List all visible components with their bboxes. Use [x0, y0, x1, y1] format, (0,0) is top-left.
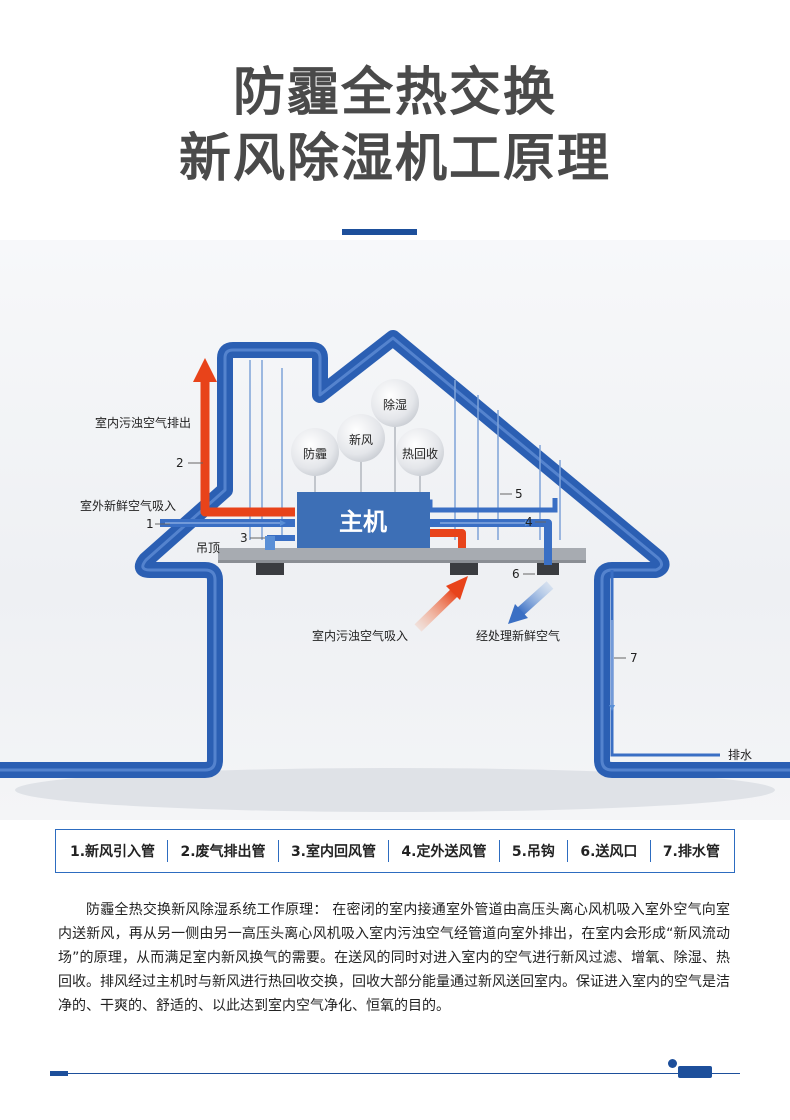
- bubble-heat-recovery: [396, 428, 444, 476]
- vent-left: [256, 563, 284, 575]
- legend-item-7: 7.排水管: [662, 844, 720, 860]
- ground-shadow: [15, 768, 775, 812]
- label-drain: 排水: [728, 748, 752, 762]
- callout-number-4: 4: [525, 515, 533, 529]
- main-unit-label: 主机: [339, 508, 387, 536]
- title-block: 防霾全热交换 新风除湿机工原理: [0, 60, 790, 192]
- exhaust-out-arrow-head: [193, 358, 217, 382]
- drain-pipe: [610, 570, 720, 757]
- treated-air-arrow-shaft: [516, 581, 554, 616]
- bubble-anti-haze-label: 防霾: [303, 446, 327, 461]
- callout-lines: [155, 462, 626, 659]
- vent-right: [537, 563, 559, 575]
- ceiling-board-edge: [218, 560, 586, 563]
- ceiling-board: [218, 548, 586, 562]
- legend-item-3: 3.室内回风管: [290, 844, 376, 860]
- label-fresh-in: 室外新鲜空气吸入: [80, 498, 176, 513]
- bubble-heat-recovery-label: 热回收: [402, 447, 438, 461]
- footer-decoration: [50, 1059, 740, 1080]
- return-duct-joint: [265, 536, 275, 550]
- page-title-line-1: 防霾全热交换: [232, 63, 557, 123]
- legend-separator: [167, 840, 169, 862]
- feature-bubbles: 防霾 新风 除湿 热回收: [291, 379, 444, 476]
- indoor-intake-arrow-shaft: [414, 588, 459, 632]
- treated-air-arrow-head: [508, 604, 528, 624]
- legend-item-6: 6.送风口: [580, 844, 638, 860]
- exhaust-duct: [200, 415, 295, 517]
- callout-number-6: 6: [512, 567, 520, 581]
- legend-separator: [649, 840, 651, 862]
- footer-left-bar: [50, 1071, 68, 1076]
- legend-separator: [498, 840, 500, 862]
- footer-thin-line: [50, 1073, 740, 1074]
- label-ceiling: 吊顶: [196, 541, 220, 555]
- legend-item-2: 2.废气排出管: [180, 844, 266, 860]
- callout-number-5: 5: [515, 487, 523, 501]
- bubble-dehumidify-label: 除湿: [383, 397, 407, 412]
- title-underline: [342, 229, 417, 235]
- main-unit: [297, 492, 430, 548]
- legend-item-5: 5.吊钩: [511, 844, 555, 860]
- house-diagram-svg: 主机 防霾 新风 除湿 热回收: [0, 330, 790, 812]
- legend-separator: [567, 840, 569, 862]
- label-treated-supply: 经处理新鲜空气: [476, 628, 560, 643]
- page-title-line-2: 新风除湿机工原理: [178, 129, 611, 189]
- legend-separator: [388, 840, 390, 862]
- bubble-dehumidify: [371, 379, 419, 427]
- system-diagram: 主机 防霾 新风 除湿 热回收: [0, 240, 790, 820]
- footer-dot: [668, 1059, 677, 1068]
- legend-bar: 1.新风引入管 2.废气排出管 3.室内回风管 4.定外送风管 5.吊钩 6.送…: [55, 829, 735, 873]
- callout-number-1: 1: [146, 517, 154, 531]
- house-outline-highlight: [0, 336, 790, 772]
- bubble-fresh-air-label: 新风: [349, 432, 373, 447]
- bubble-fresh-air: [337, 414, 385, 462]
- indoor-intake-arrow-head: [446, 576, 468, 600]
- legend-item-4: 4.定外送风管: [401, 844, 487, 860]
- footer-right-block: [678, 1066, 712, 1078]
- legend-item-1: 1.新风引入管: [70, 844, 156, 860]
- bubble-anti-haze: [291, 428, 339, 476]
- label-indoor-return: 室内污浊空气吸入: [312, 628, 408, 643]
- return-duct-right: [430, 529, 466, 548]
- callout-number-3: 3: [240, 531, 248, 545]
- vent-middle: [450, 563, 478, 575]
- description-text: 防霾全热交换新风除湿系统工作原理： 在密闭的室内接通室外管道由高压头离心风机吸入…: [58, 902, 730, 1014]
- callout-number-2: 2: [176, 456, 184, 470]
- legend-separator: [277, 840, 279, 862]
- label-exhaust-out: 室内污浊空气排出: [95, 415, 191, 430]
- callout-number-7: 7: [630, 651, 638, 665]
